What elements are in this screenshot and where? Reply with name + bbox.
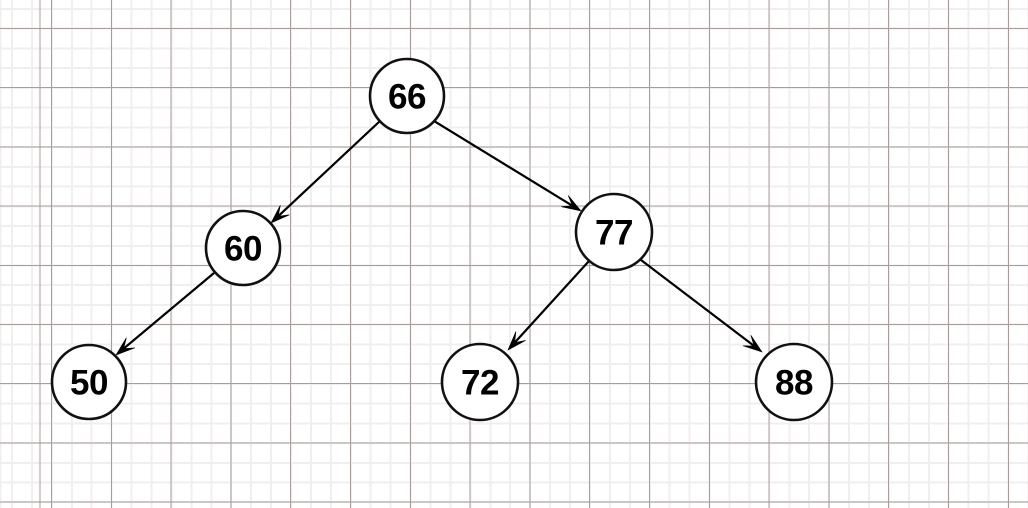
- edge-line: [640, 259, 755, 347]
- node-circle[interactable]: [574, 192, 654, 272]
- edge-arrowhead-icon: [115, 337, 135, 356]
- edge-arrowhead-icon: [742, 335, 763, 353]
- edge-arrowhead-icon: [270, 205, 290, 224]
- node-label: 50: [70, 364, 108, 403]
- tree-node[interactable]: 72: [440, 342, 520, 422]
- edge-line: [277, 120, 381, 217]
- node-circle[interactable]: [440, 342, 520, 422]
- tree-edge: [270, 120, 381, 224]
- edge-line: [123, 272, 215, 350]
- nodes-layer: 66 60 77 50 72 88: [50, 57, 834, 422]
- tree-edge: [115, 272, 215, 356]
- edge-line: [433, 120, 573, 207]
- tree-edge: [507, 260, 590, 351]
- tree-node[interactable]: 60: [204, 209, 282, 287]
- edge-arrowhead-icon: [507, 331, 526, 351]
- node-label: 88: [775, 364, 813, 403]
- tree-edge: [640, 259, 763, 353]
- node-label: 72: [461, 364, 499, 403]
- tree-node[interactable]: 88: [754, 342, 834, 422]
- tree-node[interactable]: 50: [50, 343, 128, 421]
- node-label: 66: [388, 78, 426, 117]
- tree-edge: [433, 120, 582, 212]
- node-circle[interactable]: [204, 209, 282, 287]
- tree-node[interactable]: 77: [574, 192, 654, 272]
- edge-line: [514, 260, 590, 344]
- node-label: 60: [224, 230, 262, 269]
- node-circle[interactable]: [368, 57, 446, 135]
- node-circle[interactable]: [50, 343, 128, 421]
- edge-arrowhead-icon: [561, 195, 582, 212]
- node-label: 77: [595, 214, 633, 253]
- edges-layer: [115, 120, 763, 356]
- tree-node[interactable]: 66: [368, 57, 446, 135]
- node-circle[interactable]: [754, 342, 834, 422]
